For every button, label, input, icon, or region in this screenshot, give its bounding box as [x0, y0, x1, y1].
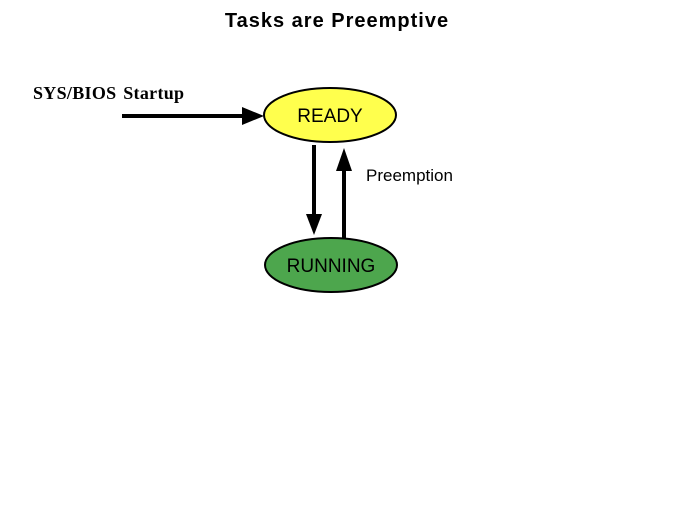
state-running-label: RUNNING — [287, 256, 376, 277]
ready-to-running-arrow — [306, 145, 322, 235]
startup-arrowhead-icon — [242, 107, 264, 125]
state-running-ellipse — [264, 237, 398, 293]
state-ready: READY — [263, 87, 397, 143]
state-ready-label: READY — [297, 106, 363, 127]
state-ready-ellipse — [263, 87, 397, 143]
running-to-ready-arrowhead-icon — [336, 148, 352, 171]
preemption-transition-label: Preemption — [366, 166, 453, 185]
startup-arrow — [122, 107, 264, 125]
startup-transition-label: SYS/BIOS Startup — [33, 83, 185, 103]
running-to-ready-arrow — [336, 148, 352, 238]
state-running: RUNNING — [264, 237, 398, 293]
slide-title: Tasks are Preemptive — [224, 10, 450, 32]
ready-to-running-arrowhead-icon — [306, 214, 322, 235]
